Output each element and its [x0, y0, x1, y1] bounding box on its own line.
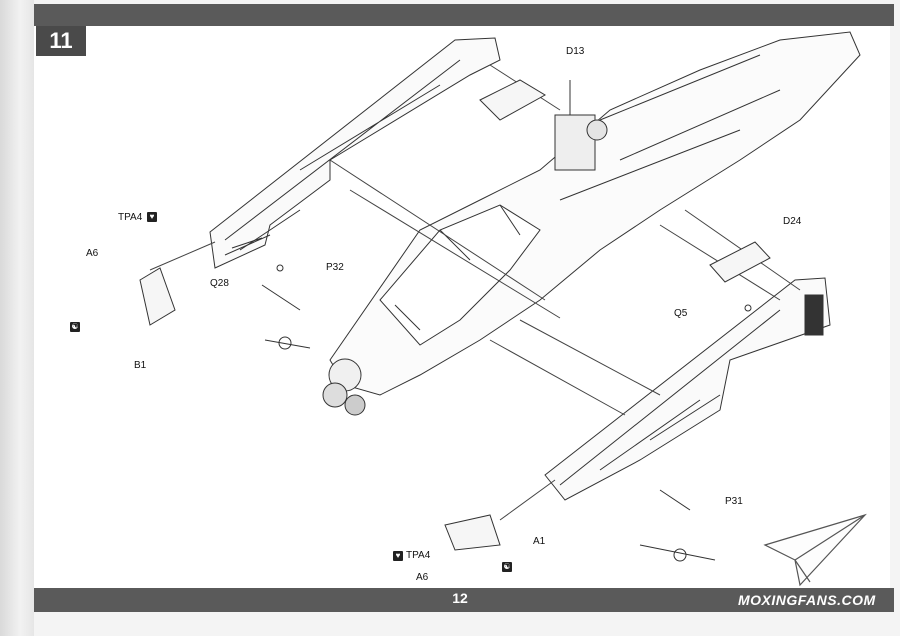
label-p32: P32	[326, 262, 344, 273]
label-tpa4-left: TPA4	[118, 212, 143, 223]
glue-heart-icon: ♥	[393, 551, 403, 561]
label-q5: Q5	[674, 308, 688, 319]
label-p31: P31	[725, 496, 743, 507]
cement-yinyang-icon: ☯	[502, 562, 512, 572]
bottom-footer-bar	[34, 588, 894, 612]
step-number-badge: 11	[36, 26, 86, 56]
cement-yinyang-icon: ☯	[70, 322, 80, 332]
label-a1: A1	[533, 536, 546, 547]
part-a1-sketch	[444, 514, 501, 551]
page-binding-edge	[0, 0, 34, 636]
moxingfans-plane-logo	[763, 513, 867, 587]
label-a6-bottom: A6	[416, 572, 429, 583]
label-d13: D13	[566, 46, 585, 57]
part-p31-sketch	[639, 489, 716, 562]
part-q5-sketch	[744, 304, 752, 312]
label-tpa4-bottom: TPA4	[406, 550, 431, 561]
glue-heart-icon: ♥	[147, 212, 157, 222]
page-number: 12	[452, 590, 468, 606]
top-header-bar	[34, 4, 894, 26]
watermark-text: MOXINGFANS.COM	[738, 592, 876, 608]
lower-stub-wing	[544, 277, 831, 501]
part-d24-sketch	[709, 241, 771, 283]
part-b1-sketch	[139, 267, 176, 326]
label-b1: B1	[134, 360, 147, 371]
label-d24: D24	[783, 216, 802, 227]
label-a6-left: A6	[86, 248, 99, 259]
part-d13-sketch	[479, 79, 546, 121]
label-q28: Q28	[210, 278, 229, 289]
part-q28-sketch	[276, 264, 284, 272]
part-p32-sketch	[261, 284, 311, 350]
helicopter-fuselage	[322, 31, 861, 416]
